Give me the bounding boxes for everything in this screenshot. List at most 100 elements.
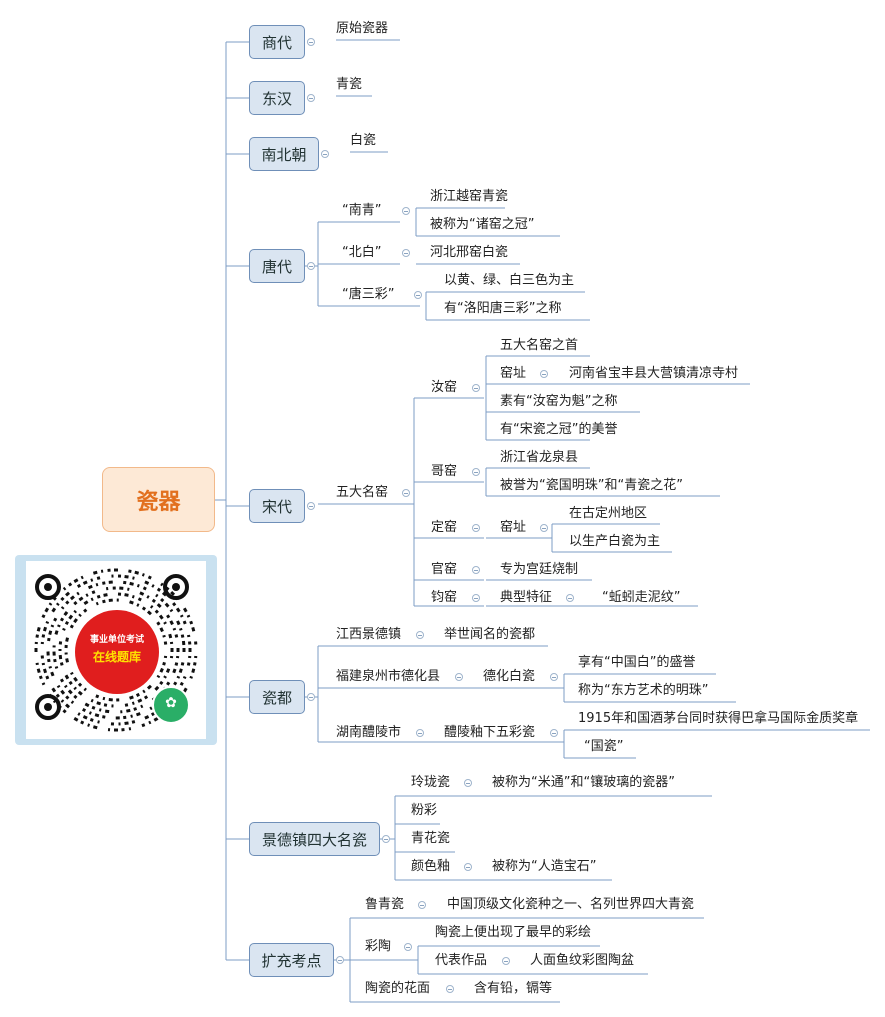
collapse-icon[interactable]: [402, 249, 410, 257]
node-text: 有“宋瓷之冠”的美誉: [500, 422, 618, 437]
node-text: 被称为“人造宝石”: [492, 859, 597, 874]
node-text: 素有“汝窑为魁”之称: [500, 394, 618, 409]
collapse-icon[interactable]: [464, 863, 472, 871]
node-text: 粉彩: [411, 803, 438, 818]
node-text: 钧窑: [431, 590, 458, 605]
branch-shang[interactable]: 商代: [249, 25, 305, 59]
node-text: “北白”: [342, 245, 382, 260]
collapse-icon[interactable]: [404, 943, 412, 951]
collapse-icon[interactable]: [550, 673, 558, 681]
node-text: “唐三彩”: [342, 287, 395, 302]
node-text: 以生产白瓷为主: [569, 534, 661, 549]
collapse-icon[interactable]: [307, 38, 315, 46]
node-text: “蚯蚓走泥纹”: [602, 590, 681, 605]
node-text: 窑址: [500, 366, 527, 381]
node-text: 青瓷: [336, 77, 363, 92]
node-text: “南青”: [342, 203, 382, 218]
collapse-icon[interactable]: [464, 779, 472, 787]
node-text: 享有“中国白”的盛誉: [578, 655, 696, 670]
qr-center-badge: [75, 610, 159, 694]
branch-song[interactable]: 宋代: [249, 489, 305, 523]
collapse-icon[interactable]: [414, 291, 422, 299]
node-text: 五大名窑: [336, 485, 389, 500]
mini-program-icon: ✿: [152, 686, 190, 724]
node-text: 官窑: [431, 562, 458, 577]
collapse-icon[interactable]: [472, 384, 480, 392]
node-text: 有“洛阳唐三彩”之称: [444, 301, 562, 316]
node-text: 称为“东方艺术的明珠”: [578, 683, 709, 698]
node-text: 江西景德镇: [336, 627, 402, 642]
collapse-icon[interactable]: [382, 835, 390, 843]
node-text: 1915年和国酒茅台同时获得巴拿马国际金质奖章: [578, 711, 859, 726]
collapse-icon[interactable]: [416, 729, 424, 737]
collapse-icon[interactable]: [307, 502, 315, 510]
node-text: 哥窑: [431, 464, 458, 479]
node-text: 被称为“诸窑之冠”: [430, 217, 535, 232]
collapse-icon[interactable]: [416, 631, 424, 639]
collapse-icon[interactable]: [550, 729, 558, 737]
node-text: 醴陵釉下五彩瓷: [444, 725, 536, 740]
node-text: 彩陶: [365, 939, 392, 954]
branch-nanbeichao[interactable]: 南北朝: [249, 137, 319, 171]
collapse-icon[interactable]: [472, 594, 480, 602]
node-text: 玲珑瓷: [411, 775, 451, 790]
node-text: 定窑: [431, 520, 458, 535]
node-text: 白瓷: [350, 133, 377, 148]
collapse-icon[interactable]: [418, 901, 426, 909]
node-text: 代表作品: [435, 953, 488, 968]
node-text: 青花瓷: [411, 831, 451, 846]
qr-line2: 在线题库: [92, 650, 141, 664]
node-text: 德化白瓷: [483, 669, 536, 684]
collapse-icon[interactable]: [472, 524, 480, 532]
node-text: 福建泉州市德化县: [336, 669, 441, 684]
node-text: 典型特征: [500, 590, 553, 605]
collapse-icon[interactable]: [540, 370, 548, 378]
branch-tang[interactable]: 唐代: [249, 249, 305, 283]
node-text: 陶瓷的花面: [365, 981, 431, 996]
node-text: 窑址: [500, 520, 527, 535]
node-text: 原始瓷器: [336, 21, 389, 36]
node-text: 中国顶级文化瓷种之一、名列世界四大青瓷: [447, 897, 695, 912]
collapse-icon[interactable]: [455, 673, 463, 681]
node-text: 以黄、绿、白三色为主: [444, 273, 575, 288]
collapse-icon[interactable]: [336, 956, 344, 964]
node-text: 含有铅，镉等: [474, 981, 553, 996]
node-text: 在古定州地区: [569, 506, 648, 521]
collapse-icon[interactable]: [402, 207, 410, 215]
node-text: 被誉为“瓷国明珠”和“青瓷之花”: [500, 478, 683, 493]
node-text: 浙江省龙泉县: [500, 450, 579, 465]
node-text: 湖南醴陵市: [336, 725, 402, 740]
node-text: 浙江越窑青瓷: [430, 189, 509, 204]
collapse-icon[interactable]: [307, 693, 315, 701]
branch-jdz[interactable]: 景德镇四大名瓷: [249, 822, 380, 856]
node-text: 举世闻名的瓷都: [444, 627, 536, 642]
collapse-icon[interactable]: [502, 957, 510, 965]
collapse-icon[interactable]: [446, 985, 454, 993]
node-text: 颜色釉: [411, 859, 451, 874]
collapse-icon[interactable]: [472, 468, 480, 476]
node-text: 人面鱼纹彩图陶盆: [530, 953, 635, 968]
collapse-icon[interactable]: [321, 150, 329, 158]
node-text: “国瓷”: [584, 739, 624, 754]
node-text: 陶瓷上便出现了最早的彩绘: [435, 925, 592, 940]
node-text: 专为宫廷烧制: [500, 562, 579, 577]
collapse-icon[interactable]: [540, 524, 548, 532]
branch-kuochong[interactable]: 扩充考点: [249, 943, 334, 977]
node-text: 河南省宝丰县大营镇清凉寺村: [569, 366, 739, 381]
node-text: 鲁青瓷: [365, 897, 405, 912]
collapse-icon[interactable]: [402, 489, 410, 497]
collapse-icon[interactable]: [307, 262, 315, 270]
node-text: 汝窑: [431, 380, 458, 395]
branch-cidu[interactable]: 瓷都: [249, 680, 305, 714]
qr-line1: 事业单位考试: [89, 635, 144, 645]
node-text: 河北邢窑白瓷: [430, 245, 509, 260]
node-text: 五大名窑之首: [500, 338, 579, 353]
node-text: 被称为“米通”和“镶玻璃的瓷器”: [492, 775, 675, 790]
collapse-icon[interactable]: [472, 566, 480, 574]
collapse-icon[interactable]: [307, 94, 315, 102]
branch-donghan[interactable]: 东汉: [249, 81, 305, 115]
collapse-icon[interactable]: [566, 594, 574, 602]
root-node[interactable]: 瓷器: [102, 467, 215, 532]
